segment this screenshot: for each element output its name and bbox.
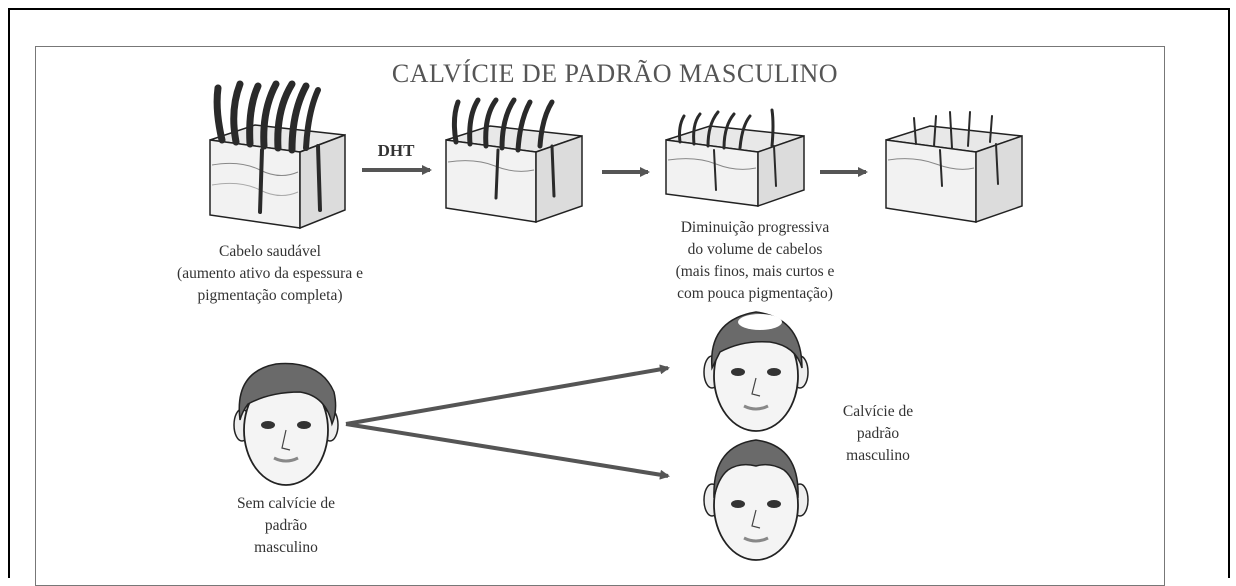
skin-block-bald bbox=[885, 111, 1023, 224]
caption-no-baldness-line: masculino bbox=[254, 539, 318, 556]
caption-no-baldness-line: padrão bbox=[265, 517, 307, 534]
caption-progressive-line: (mais finos, mais curtos e bbox=[676, 263, 835, 280]
caption-baldness-line: Calvície de bbox=[843, 403, 913, 420]
caption-baldness: Calvície de padrão masculino bbox=[843, 403, 913, 464]
face-no-baldness bbox=[233, 362, 339, 486]
skin-block-thinning bbox=[445, 97, 583, 224]
diagram-title: CALVÍCIE DE PADRÃO MASCULINO bbox=[392, 59, 838, 88]
caption-progressive: Diminuição progressiva do volume de cabe… bbox=[676, 219, 835, 302]
caption-healthy-line: Cabelo saudável bbox=[219, 243, 321, 260]
arrow-to-frontal-baldness bbox=[345, 422, 670, 480]
face-frontal-baldness bbox=[703, 439, 809, 561]
caption-healthy-line: pigmentação completa) bbox=[197, 287, 342, 304]
caption-progressive-line: com pouca pigmentação) bbox=[677, 285, 833, 302]
caption-baldness-line: masculino bbox=[846, 447, 910, 464]
dht-label: DHT bbox=[378, 141, 416, 160]
outer-frame bbox=[8, 8, 1230, 578]
caption-progressive-line: do volume de cabelos bbox=[688, 241, 823, 258]
skin-block-progressive bbox=[665, 108, 805, 208]
skin-block-healthy bbox=[209, 80, 346, 230]
caption-baldness-line: padrão bbox=[857, 425, 899, 442]
arrow-to-crown-baldness bbox=[345, 364, 670, 426]
face-crown-baldness bbox=[703, 311, 809, 432]
caption-progressive-line: Diminuição progressiva bbox=[681, 219, 830, 236]
caption-no-baldness-line: Sem calvície de bbox=[237, 495, 335, 512]
caption-healthy: Cabelo saudável (aumento ativo da espess… bbox=[177, 243, 363, 304]
male-pattern-baldness-diagram: CALVÍCIE DE PADRÃO MASCULINO DHT bbox=[177, 59, 1023, 561]
caption-healthy-line: (aumento ativo da espessura e bbox=[177, 265, 363, 282]
caption-no-baldness: Sem calvície de padrão masculino bbox=[237, 495, 335, 556]
